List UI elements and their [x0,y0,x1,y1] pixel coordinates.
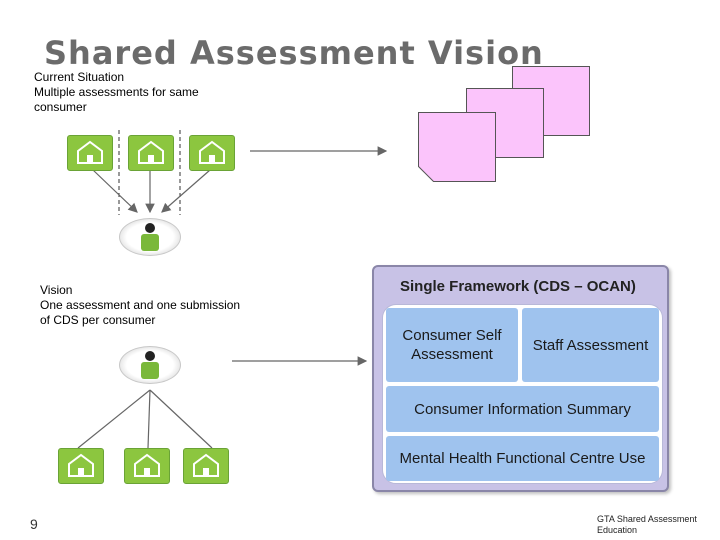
house-icon [124,448,170,484]
mental-health-functional-centre-use-cell: Mental Health Functional Centre Use [386,436,659,481]
house-icon [183,448,229,484]
current-situation-heading: Current Situation [34,70,125,84]
document-icon [418,112,496,182]
current-situation-description: Multiple assessments for same consumer [34,85,199,114]
person-icon [119,218,181,256]
page-number: 9 [30,516,38,532]
house-icon [189,135,235,171]
consumer-self-line1: Consumer Self [402,327,502,344]
person-icon [119,346,181,384]
vision-text: Vision One assessment and one submission… [40,283,250,328]
slide-title: Shared Assessment Vision [44,34,544,72]
consumer-self-assessment-cell: Consumer Self Assessment [386,308,518,382]
house-icon [58,448,104,484]
current-situation-text: Current Situation Multiple assessments f… [34,70,224,115]
framework-title: Single Framework (CDS – OCAN) [400,278,636,295]
vision-heading: Vision [40,283,73,297]
staff-assessment-cell: Staff Assessment [522,308,659,382]
consumer-self-line2: Assessment [411,346,493,363]
house-icon [128,135,174,171]
consumer-information-summary-cell: Consumer Information Summary [386,386,659,432]
house-icon [67,135,113,171]
footer-text: GTA Shared Assessment Education [597,514,697,535]
vision-description: One assessment and one submission of CDS… [40,298,241,327]
